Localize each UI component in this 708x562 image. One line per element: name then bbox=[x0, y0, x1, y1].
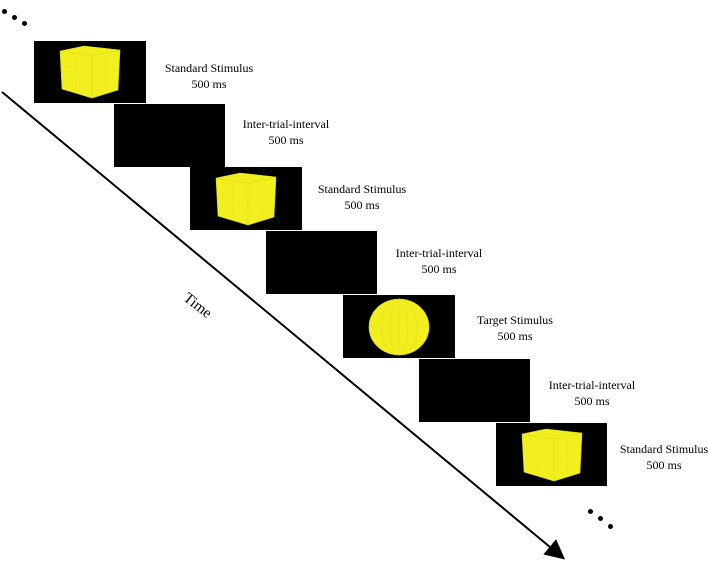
stimulus-duration: 500 ms bbox=[421, 262, 457, 276]
sphere-icon bbox=[343, 295, 455, 358]
stimulus-duration: 500 ms bbox=[497, 329, 533, 343]
ellipsis-dot bbox=[22, 21, 27, 26]
frame-iti-2 bbox=[266, 231, 377, 294]
cube-icon bbox=[496, 423, 607, 486]
stimulus-label: Target Stimulus 500 ms bbox=[440, 312, 590, 344]
stimulus-name: Standard Stimulus bbox=[164, 61, 254, 75]
stimulus-name: Inter-trial-interval bbox=[395, 246, 483, 260]
stimulus-duration: 500 ms bbox=[646, 458, 682, 472]
stimulus-name: Inter-trial-interval bbox=[242, 117, 330, 131]
stimulus-label: Standard Stimulus 500 ms bbox=[134, 60, 284, 92]
stimulus-label: Inter-trial-interval 500 ms bbox=[211, 116, 361, 148]
ellipsis-dot bbox=[608, 524, 613, 529]
stimulus-label: Standard Stimulus 500 ms bbox=[287, 181, 437, 213]
frame-iti-3 bbox=[419, 359, 530, 422]
stimulus-name: Target Stimulus bbox=[477, 313, 553, 327]
stimulus-name: Standard Stimulus bbox=[317, 182, 407, 196]
stimulus-name: Standard Stimulus bbox=[619, 442, 708, 456]
stimulus-duration: 500 ms bbox=[268, 133, 304, 147]
frame-standard-1 bbox=[34, 41, 146, 103]
stimulus-label: Standard Stimulus 500 ms bbox=[589, 441, 708, 473]
stimulus-label: Inter-trial-interval 500 ms bbox=[517, 377, 667, 409]
cube-icon bbox=[34, 41, 146, 103]
ellipsis-dot bbox=[12, 15, 17, 20]
stimulus-duration: 500 ms bbox=[344, 198, 380, 212]
time-arrow bbox=[1, 91, 566, 560]
ellipsis-dot bbox=[598, 516, 603, 521]
frame-standard-3 bbox=[496, 423, 607, 486]
frame-iti-1 bbox=[114, 104, 225, 167]
frame-standard-2 bbox=[190, 167, 302, 230]
frame-target bbox=[343, 295, 455, 358]
stimulus-duration: 500 ms bbox=[191, 77, 227, 91]
stimulus-label: Inter-trial-interval 500 ms bbox=[364, 245, 514, 277]
ellipsis-dot bbox=[588, 509, 593, 514]
stimulus-name: Inter-trial-interval bbox=[548, 378, 636, 392]
cube-icon bbox=[190, 167, 302, 230]
stimulus-duration: 500 ms bbox=[574, 394, 610, 408]
ellipsis-dot bbox=[2, 9, 7, 14]
